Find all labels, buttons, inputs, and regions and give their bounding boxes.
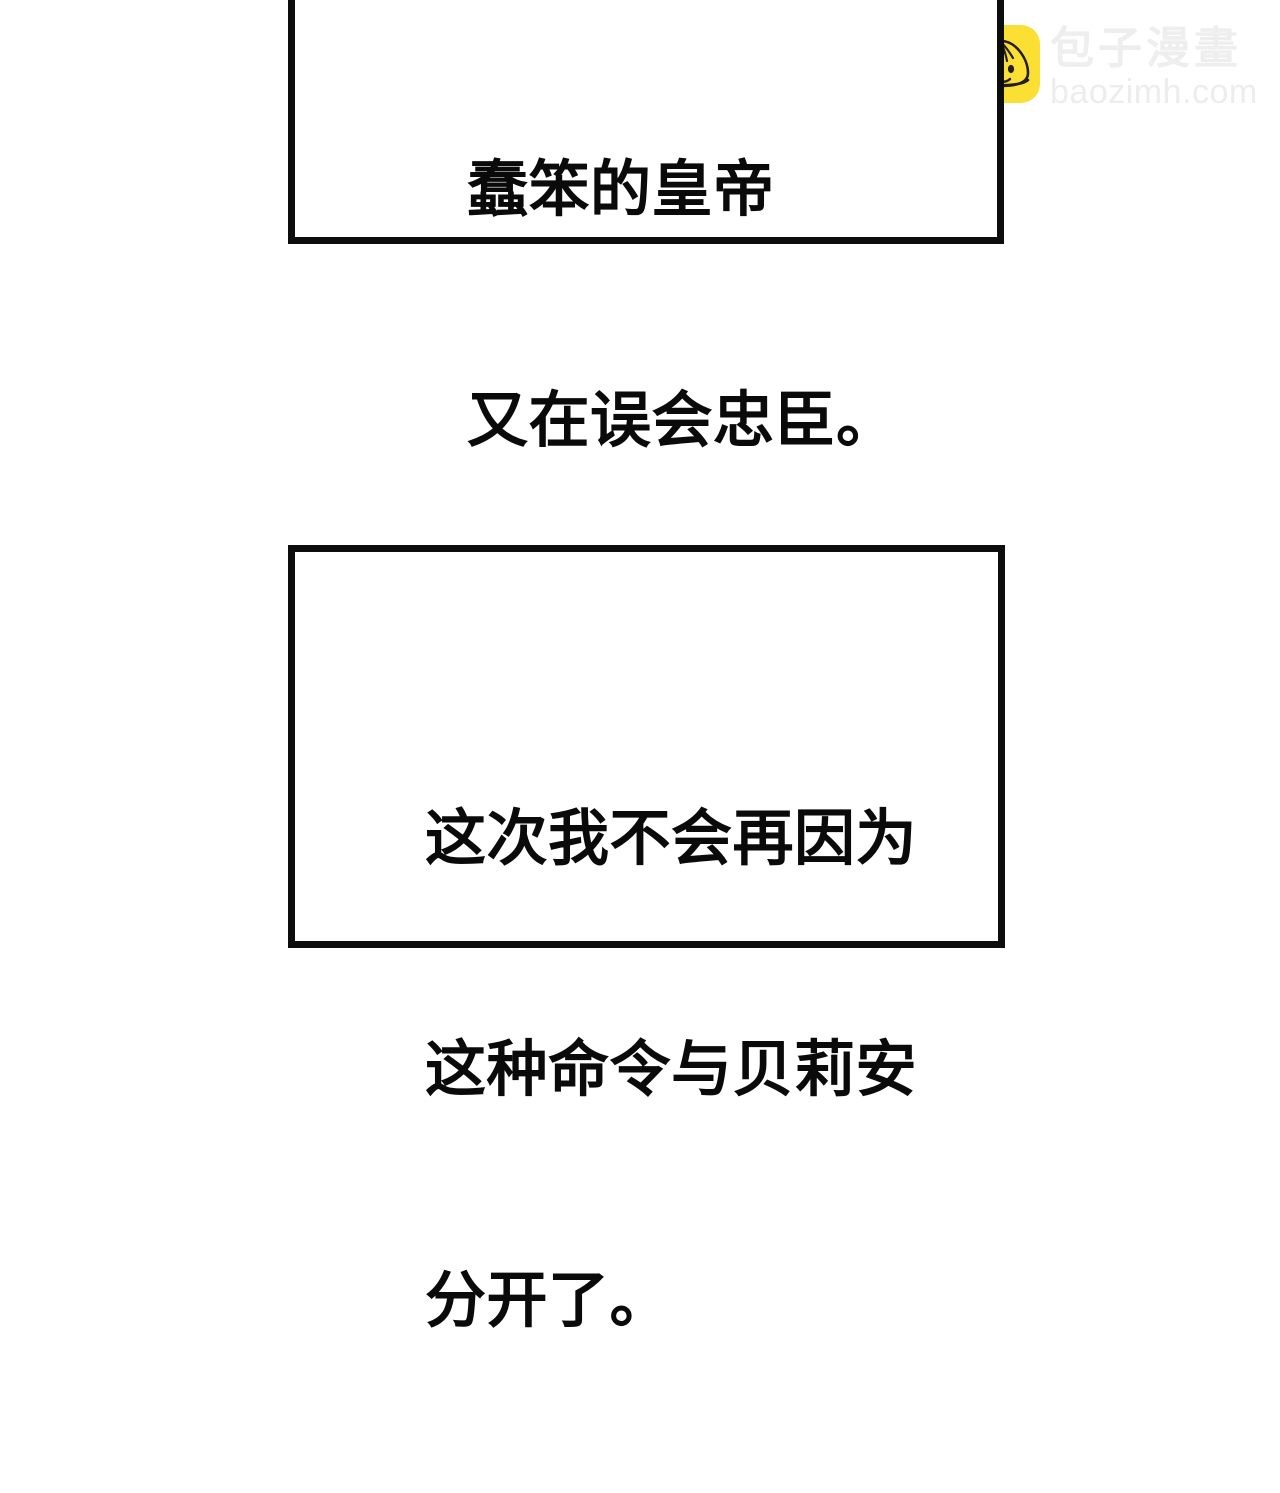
dialogue-text-bottom: 这次我不会再因为 这种命令与贝莉安 分开了。 — [425, 646, 917, 1493]
watermark-text-block: 包子漫畫 baozimh.com — [1050, 24, 1258, 111]
dialogue-line: 这种命令与贝莉安 — [425, 1035, 918, 1103]
dialogue-text-top: 蠢笨的皇帝 又在误会忠臣。 — [467, 0, 898, 613]
comic-panel-top: 蠢笨的皇帝 又在误会忠臣。 — [288, 0, 1004, 454]
site-watermark: 包子漫畫 baozimh.com — [962, 25, 1262, 117]
comic-page: 蠢笨的皇帝 又在误会忠臣。 这次我不会再因为 这种命令与贝莉安 分开了。 — [288, 0, 1262, 1334]
watermark-brand-cn: 包子漫畫 — [1050, 24, 1242, 73]
dialogue-line: 分开了。 — [425, 1266, 672, 1334]
watermark-brand-domain: baozimh.com — [1050, 73, 1258, 111]
dialogue-line: 又在误会忠臣。 — [467, 386, 898, 454]
comic-panel-bottom: 这次我不会再因为 这种命令与贝莉安 分开了。 — [288, 545, 1005, 1334]
dialogue-line: 这次我不会再因为 — [425, 804, 918, 872]
dialogue-line: 蠢笨的皇帝 — [467, 155, 775, 223]
